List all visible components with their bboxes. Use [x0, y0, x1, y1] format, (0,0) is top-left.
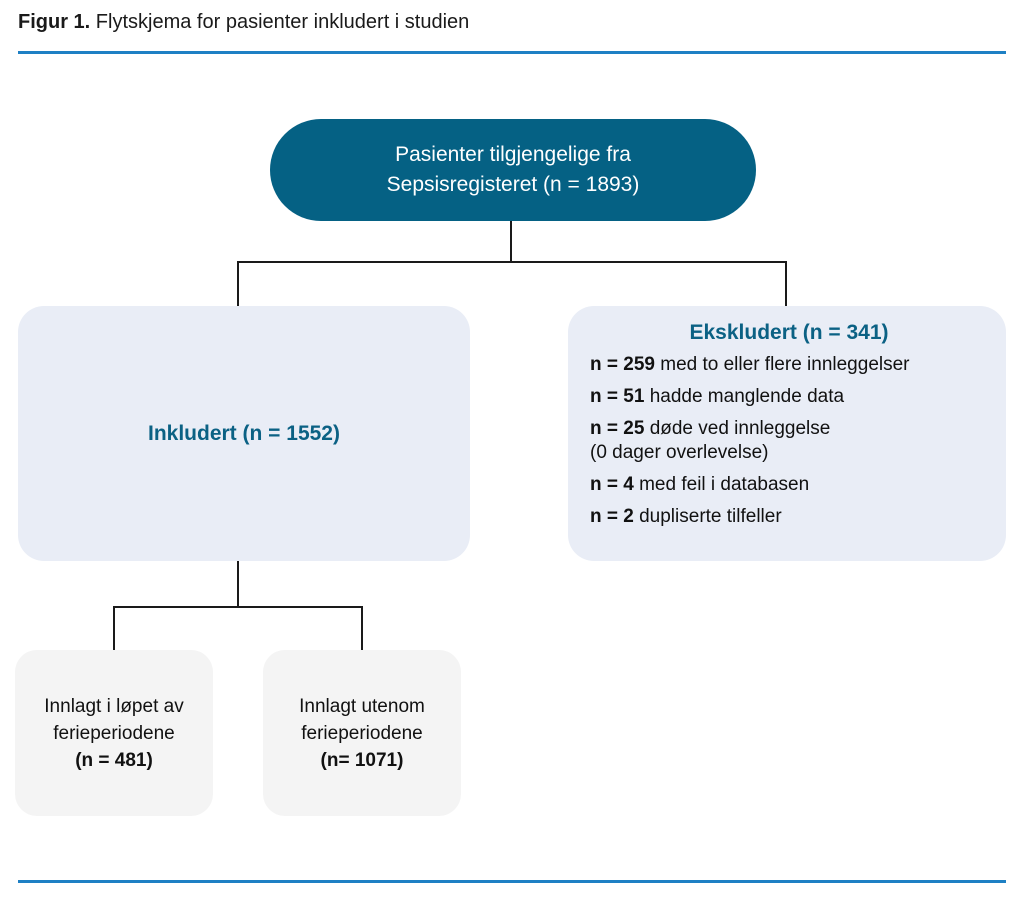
connector-root-horizontal-bar: [237, 261, 787, 263]
exclusion-text: med to eller flere innleggelser: [660, 354, 910, 375]
exclusion-count: n = 259: [590, 354, 655, 375]
connector-included-to-holiday: [113, 606, 115, 651]
exclusion-reason-item: n = 51 hadde manglende data: [590, 385, 988, 409]
node-included: Inkludert (n = 1552): [18, 306, 470, 561]
figure-label: Figur 1.: [18, 11, 91, 33]
node-excluded-heading: Ekskludert (n = 341): [689, 321, 889, 344]
exclusion-count: n = 51: [590, 386, 645, 407]
exclusion-reason-list: n = 259 med to eller flere innleggelser …: [590, 353, 988, 537]
footer-divider-rule: [18, 880, 1006, 883]
leaf-nonholiday-count: (n= 1071): [320, 749, 404, 771]
exclusion-text: døde ved innleggelse: [649, 418, 831, 439]
exclusion-reason-item: n = 2 dupliserte tilfeller: [590, 505, 988, 529]
exclusion-reason-item: n = 259 med to eller flere innleggelser: [590, 353, 988, 377]
node-included-heading: Inkludert (n = 1552): [148, 421, 340, 445]
exclusion-text: dupliserte tilfeller: [639, 506, 782, 527]
connector-root-to-included: [237, 261, 239, 307]
exclusion-reason-item: n = 4 med feil i databasen: [590, 473, 988, 497]
node-admitted-outside-holiday: Innlagt utenom ferieperiodene (n= 1071): [263, 650, 461, 816]
node-patients-available: Pasienter tilgjengelige fra Sepsisregist…: [270, 119, 756, 221]
leaf-nonholiday-line1: Innlagt utenom: [299, 695, 425, 717]
exclusion-count: n = 25: [590, 418, 645, 439]
leaf-holiday-count: (n = 481): [75, 749, 153, 771]
connector-included-stem: [237, 561, 239, 608]
connector-root-stem: [510, 221, 512, 262]
exclusion-subtext: (0 dager overlevelse): [590, 442, 769, 463]
exclusion-count: n = 4: [590, 474, 634, 495]
node-excluded: Ekskludert (n = 341) n = 259 med to elle…: [568, 306, 1006, 561]
connector-included-to-nonholiday: [361, 606, 363, 651]
connector-root-to-excluded: [785, 261, 787, 307]
figure-caption-text: Flytskjema for pasienter inkludert i stu…: [95, 11, 470, 33]
exclusion-reason-item: n = 25 døde ved innleggelse (0 dager ove…: [590, 417, 988, 465]
header-divider-rule: [18, 51, 1006, 54]
node-source-line2: Sepsisregisteret (n = 1893): [386, 173, 640, 196]
connector-included-horizontal-bar: [113, 606, 363, 608]
node-admitted-during-holiday: Innlagt i løpet av ferieperiodene (n = 4…: [15, 650, 213, 816]
leaf-nonholiday-line2: ferieperiodene: [301, 722, 423, 744]
leaf-holiday-line1: Innlagt i løpet av: [44, 695, 184, 717]
leaf-holiday-line2: ferieperiodene: [53, 722, 175, 744]
exclusion-text: med feil i databasen: [639, 474, 810, 495]
figure-caption: Figur 1. Flytskjema for pasienter inklud…: [18, 8, 469, 36]
node-source-line1: Pasienter tilgjengelige fra: [395, 143, 631, 166]
exclusion-text: hadde manglende data: [649, 386, 845, 407]
exclusion-count: n = 2: [590, 506, 634, 527]
